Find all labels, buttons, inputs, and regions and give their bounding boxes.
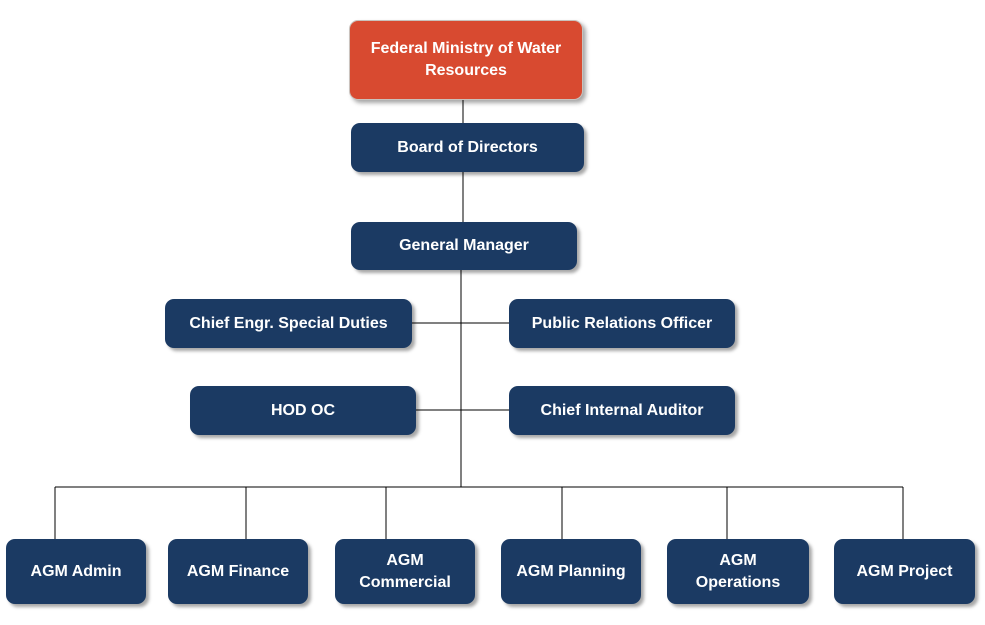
node-agm-admin: AGM Admin — [6, 539, 146, 604]
node-agm-operations: AGM Operations — [667, 539, 809, 604]
node-chief-auditor-label: Chief Internal Auditor — [540, 401, 704, 419]
node-agm-commercial-line1: AGM — [386, 551, 424, 569]
node-general-manager-label: General Manager — [399, 237, 529, 254]
node-agm-operations-line2: Operations — [695, 573, 781, 591]
node-hod-oc-label: HOD OC — [271, 401, 335, 419]
node-board-of-directors-label: Board of Directors — [397, 138, 538, 156]
node-agm-project: AGM Project — [834, 539, 975, 604]
node-agm-project-label: AGM Project — [856, 562, 953, 580]
node-public-relations-officer: Public Relations Officer — [509, 299, 735, 348]
node-agm-finance-label: AGM Finance — [186, 562, 290, 580]
node-pro-label: Public Relations Officer — [531, 314, 713, 332]
node-hod-oc: HOD OC — [190, 386, 416, 435]
node-general-manager: General Manager — [351, 222, 577, 270]
node-agm-planning: AGM Planning — [501, 539, 641, 604]
node-chief-engr-special-duties: Chief Engr. Special Duties — [165, 299, 412, 348]
node-federal-ministry-line1: Federal Ministry of Water — [370, 40, 562, 57]
node-chief-internal-auditor: Chief Internal Auditor — [509, 386, 735, 435]
node-chief-engr-label: Chief Engr. Special Duties — [189, 314, 388, 332]
node-agm-planning-label: AGM Planning — [516, 562, 626, 580]
node-agm-commercial-line2: Commercial — [359, 573, 451, 591]
node-board-of-directors: Board of Directors — [351, 123, 584, 172]
node-agm-admin-label: AGM Admin — [30, 562, 122, 580]
node-federal-ministry-line2: Resources — [425, 62, 507, 79]
node-agm-finance: AGM Finance — [168, 539, 308, 604]
node-agm-commercial: AGM Commercial — [335, 539, 475, 604]
node-agm-operations-line1: AGM — [719, 551, 757, 569]
node-federal-ministry: Federal Ministry of Water Resources — [349, 20, 583, 100]
